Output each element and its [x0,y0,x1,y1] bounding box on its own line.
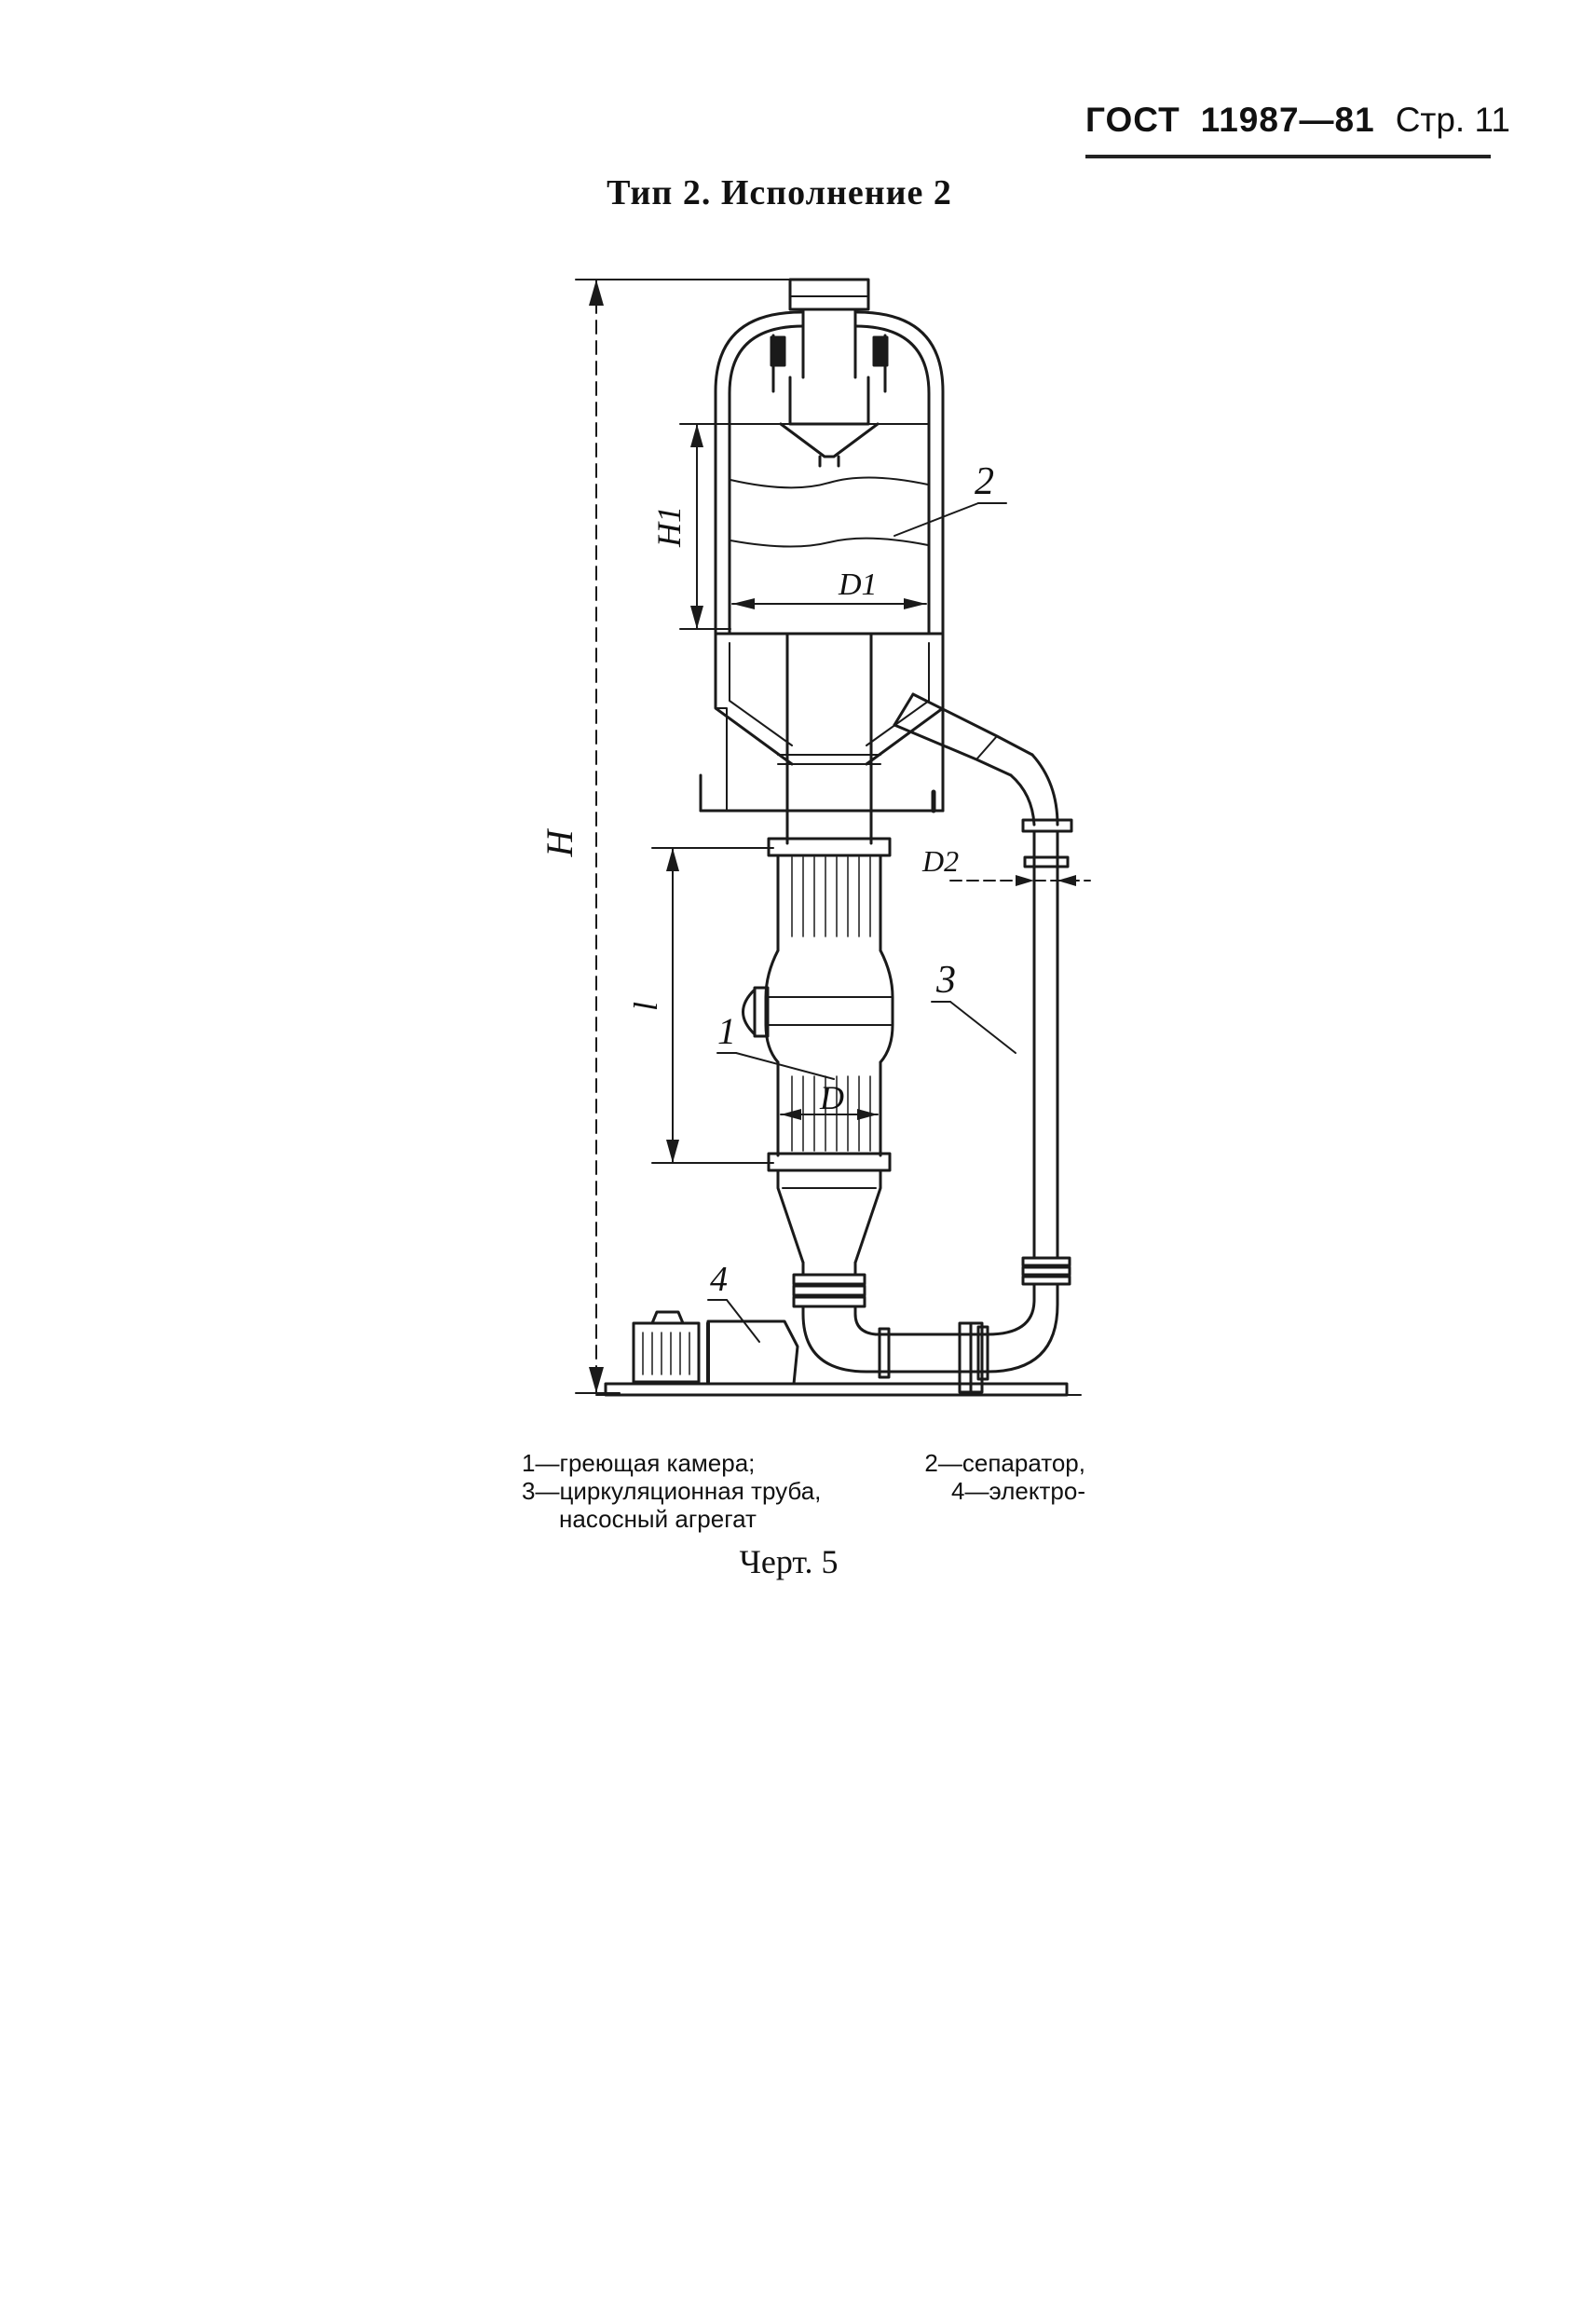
chamber-length-dimension: l [627,847,774,1164]
callout-pump-unit: 4 [707,1260,760,1343]
dim-label-H1: H1 [650,506,688,548]
circulation-pipe [893,692,1073,1381]
bottom-pipework [595,1261,1082,1397]
callout-label-4: 4 [710,1260,728,1299]
separator-height-dimension: H1 [650,423,731,630]
overall-height-dimension: H [539,279,867,1394]
legend-row-3: насосный агрегат [522,1505,1085,1533]
separator-vessel [699,310,945,813]
section-title: Тип 2. Исполнение 2 [607,173,952,212]
legend-item-2: 2—сепаратор, [924,1449,1085,1477]
chamber-diameter-dimension: D [780,1079,879,1120]
dim-label-D: D [819,1079,844,1116]
callout-label-1: 1 [717,1010,736,1052]
callout-label-3: 3 [935,959,956,1002]
dim-label-l: l [627,1002,664,1011]
separator-diameter-dimension: D1 [731,567,927,609]
standard-code: ГОСТ [1085,101,1180,139]
heating-chamber [742,837,894,1264]
legend-row-2: 3—циркуляционная труба, 4—электро- [522,1477,1085,1505]
page-number: Стр. 11 [1395,101,1510,139]
legend-item-3: 3—циркуляционная труба, [522,1477,822,1505]
standard-number: 11987—81 [1200,101,1375,139]
evaporator-drawing: H [539,278,1091,1397]
legend-item-1: 1—греющая камера; [522,1449,756,1477]
legend-row-1: 1—греющая камера; 2—сепаратор, [522,1449,1085,1477]
central-pipe [777,632,881,845]
dim-label-H: H [539,827,580,857]
figure-legend: 1—греющая камера; 2—сепаратор, 3—циркуля… [522,1449,1085,1533]
callout-separator: 2 [893,460,1007,537]
dim-label-D2: D2 [921,844,959,878]
header-rule [1085,155,1491,158]
callout-heating-chamber: 1 [716,1010,835,1080]
pipe-diameter-dimension: D2 [921,844,1091,886]
callout-circulation-pipe: 3 [931,959,1016,1054]
legend-item-4: 4—электро- [951,1477,1085,1505]
dim-label-D1: D1 [838,567,878,602]
figure-caption: Черт. 5 [739,1543,839,1580]
callout-label-2: 2 [975,460,994,503]
top-nozzle [788,278,870,379]
legend-item-4-cont: насосный агрегат [559,1505,757,1533]
page-header: ГОСТ 11987—81 Стр. 11 [1085,101,1510,140]
